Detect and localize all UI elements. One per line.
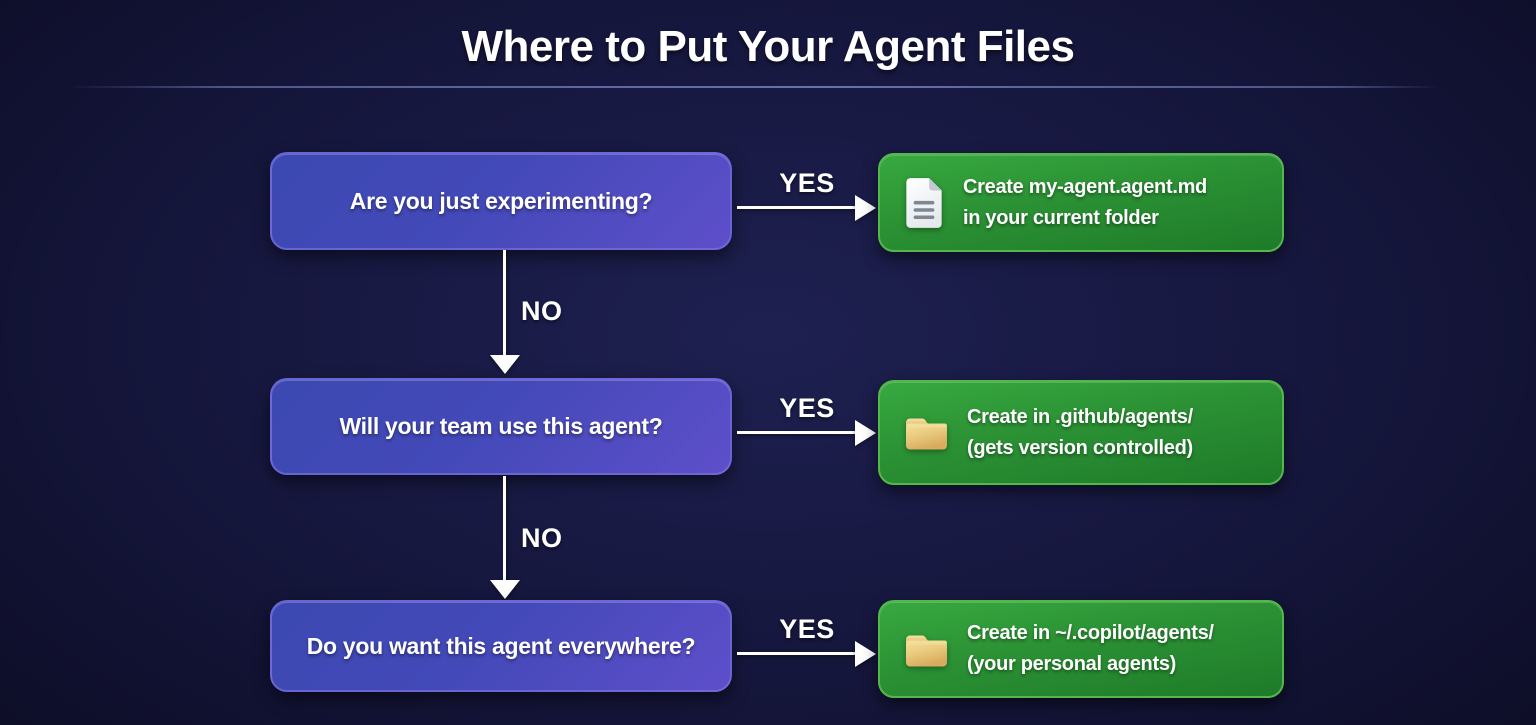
page-title: Where to Put Your Agent Files [461,22,1075,71]
result-line-2: (your personal agents) [967,653,1176,675]
question-text: Will your team use this agent? [339,413,663,439]
yes-arrow-line [737,206,859,209]
question-text: Do you want this agent everywhere? [306,632,696,659]
question-box-1: Are you just experimenting? [270,152,732,250]
question-box-2: Will your team use this agent? [270,378,732,475]
yes-arrow-head [855,419,876,446]
result-box-1: Create my-agent.agent.md in your current… [878,153,1284,252]
no-label-1: NO [521,296,563,326]
yes-label-1: YES [779,168,835,198]
result-line-2: in your current folder [963,206,1159,229]
result-line-1: Create in .github/agents/ [967,405,1193,428]
result-box-3: Create in ~/.copilot/agents/ (your perso… [878,600,1284,698]
yes-label-2: YES [779,393,835,423]
yes-arrow-head [855,194,876,221]
yes-arrow-line [737,431,859,434]
folder-icon [902,411,950,454]
yes-label-3: YES [779,614,835,644]
no-arrow-line [503,250,506,356]
no-arrow-line [503,476,506,581]
result-line-1: Create my-agent.agent.md [963,175,1207,198]
result-box-2: Create in .github/agents/ (gets version … [878,380,1284,485]
question-text: Are you just experimenting? [349,187,653,214]
result-text: Create in .github/agents/ (gets version … [967,402,1193,464]
result-line-2: (gets version controlled) [967,436,1193,459]
result-text: Create in ~/.copilot/agents/ (your perso… [967,618,1214,680]
result-line-1: Create in ~/.copilot/agents/ [967,622,1214,644]
title-divider [68,86,1440,88]
folder-icon [902,628,950,671]
no-arrow-head [489,580,520,599]
no-arrow-head [489,355,520,374]
yes-arrow-head [855,640,876,667]
no-label-2: NO [521,523,563,553]
document-icon [902,176,946,230]
result-text: Create my-agent.agent.md in your current… [963,172,1207,234]
question-box-3: Do you want this agent everywhere? [270,600,732,692]
yes-arrow-line [737,652,859,655]
